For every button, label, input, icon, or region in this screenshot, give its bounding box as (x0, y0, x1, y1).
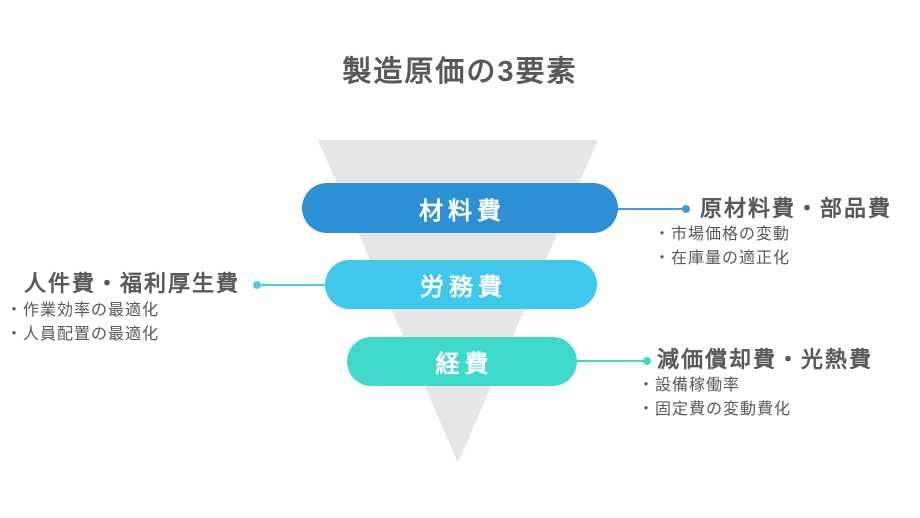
callout-line-labor (258, 284, 328, 286)
callout-dot-labor (253, 281, 261, 289)
callout-dot-material (682, 205, 690, 213)
callout-bullet-staff-allocation: ・人員配置の最適化 (6, 326, 160, 343)
callout-heading-depreciation-utilities: 減価償却費・光熱費 (657, 347, 874, 372)
callout-line-expense (573, 360, 647, 362)
callout-heading-raw-materials: 原材料費・部品費 (700, 196, 893, 221)
page-title: 製造原価の3要素 (342, 56, 578, 88)
pill-labor-cost: 労務費 (325, 260, 597, 309)
callout-bullet-fixed-to-variable: ・固定費の変動費化 (638, 401, 792, 418)
callout-bullet-work-efficiency: ・作業効率の最適化 (6, 302, 160, 319)
callout-heading-personnel: 人件費・福利厚生費 (24, 271, 241, 296)
pill-expense-label: 経費 (435, 351, 494, 378)
pill-labor-cost-label: 労務費 (420, 274, 507, 301)
callout-line-material (616, 208, 686, 210)
callout-bullet-equipment-utilization: ・設備稼働率 (638, 377, 741, 394)
pill-material-cost: 材料費 (302, 183, 618, 233)
callout-bullet-market-price: ・市場価格の変動 (654, 226, 791, 243)
pill-material-cost-label: 材料費 (419, 197, 506, 225)
callout-dot-expense (643, 357, 651, 365)
pill-expense: 経費 (347, 337, 577, 386)
callout-bullet-inventory: ・在庫量の適正化 (654, 250, 791, 267)
